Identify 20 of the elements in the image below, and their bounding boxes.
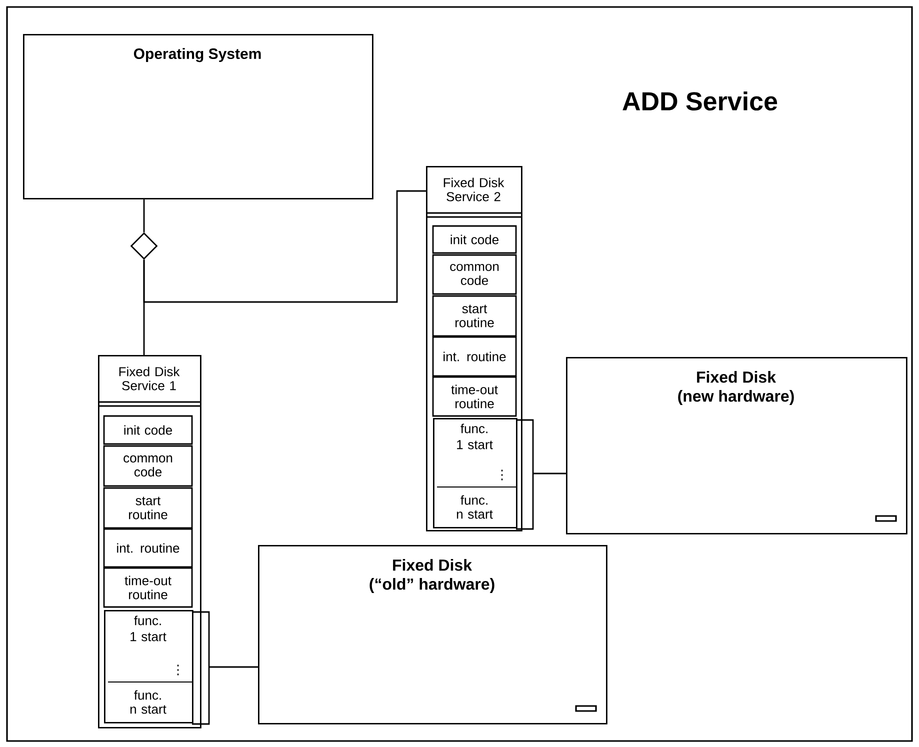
connector-line: [191, 611, 259, 725]
system-box: Operating System: [23, 34, 374, 200]
connector-line: [143, 190, 426, 303]
connector-line: [515, 419, 567, 530]
function-table-box: func. 1 start ⋮ func. n start: [433, 418, 518, 528]
code-section-box: init code: [103, 415, 193, 445]
code-section-box: start routine: [103, 487, 193, 529]
disk-drive-box: Fixed Disk (new hardware): [566, 357, 908, 534]
function-table-box: func. 1 start ⋮ func. n start: [104, 610, 194, 724]
code-section-box: int. routine: [103, 528, 193, 568]
code-section-box: common code: [103, 445, 193, 487]
code-section-box: int. routine: [432, 336, 517, 377]
title: ADD Service: [622, 91, 778, 111]
code-section-box: common code: [432, 254, 517, 295]
connector-line: [143, 199, 145, 232]
code-section-box: start routine: [432, 295, 517, 337]
code-section-box: init code: [432, 225, 517, 254]
code-section-box: time-out routine: [103, 567, 193, 608]
disk-drive-box: Fixed Disk (“old” hardware): [258, 545, 608, 724]
code-section-box: time-out routine: [432, 376, 517, 417]
